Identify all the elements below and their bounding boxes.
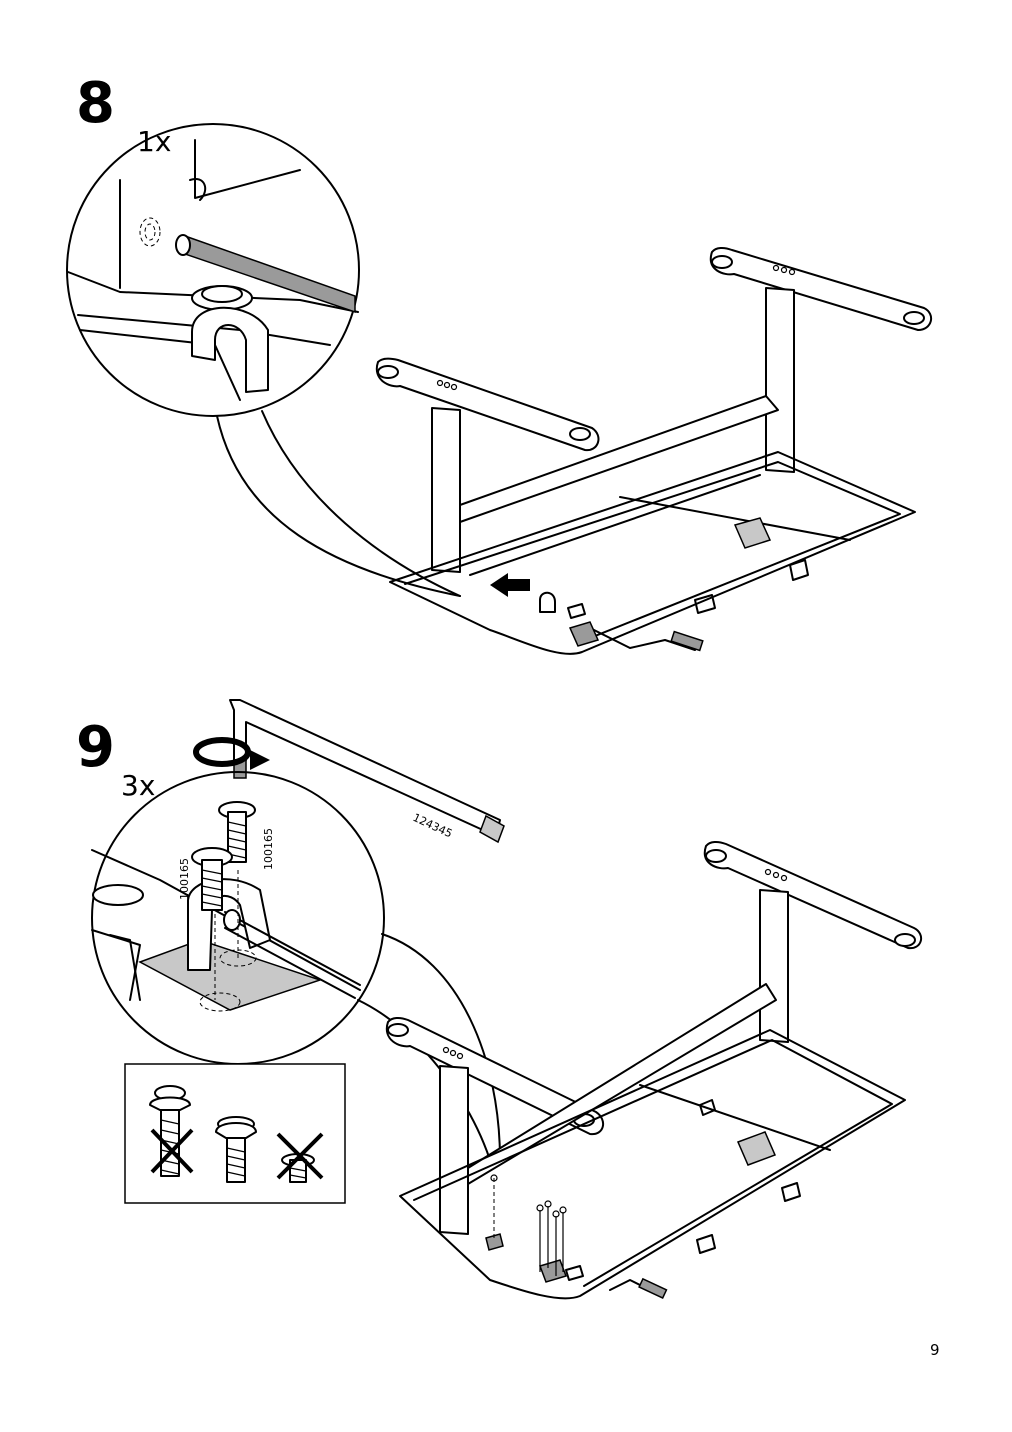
step-9-desk-frame <box>385 840 923 1300</box>
step-8-direction-arrow <box>490 573 530 597</box>
screw-part-number-b: 100165 <box>178 858 191 900</box>
screw-guidance-box <box>124 1063 346 1204</box>
screw-b-icon <box>191 847 233 911</box>
screw-part-number-a: 100165 <box>262 828 275 870</box>
step-8-desk-frame <box>375 246 933 655</box>
tool-part-number: 124345 <box>411 811 455 841</box>
page-number: 9 <box>930 1341 940 1359</box>
step-9-number: 9 <box>76 715 115 780</box>
step-9-quantity: 3x <box>121 769 156 802</box>
incorrect-cross-icon-2 <box>276 1132 324 1180</box>
step-8-detail-callout <box>66 123 461 597</box>
incorrect-cross-icon <box>150 1128 194 1174</box>
hex-key-tool: 124345 <box>229 699 505 844</box>
step-8-number: 8 <box>76 71 115 136</box>
screw-a-icon <box>218 801 256 863</box>
step-9-detail-callout: 100165 100165 <box>91 771 501 1161</box>
rotation-arrow-icon <box>193 737 270 770</box>
